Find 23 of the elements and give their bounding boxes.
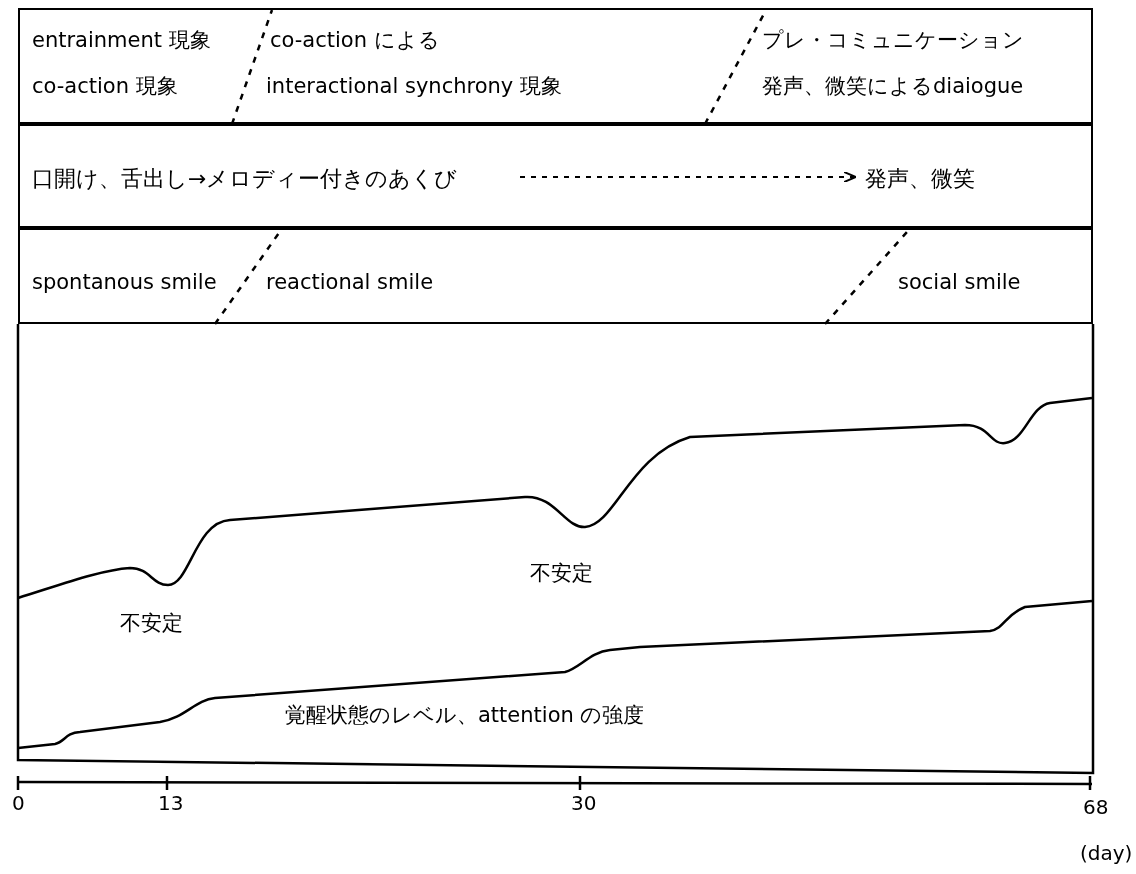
band-text: interactional synchrony 現象	[266, 73, 562, 100]
band-box	[18, 228, 1093, 324]
axis-label: 13	[158, 790, 184, 816]
band-text: reactional smile	[266, 269, 434, 296]
band-text: social smile	[898, 269, 1021, 296]
curve-label: 覚醒状態のレベル、attention の強度	[285, 702, 645, 728]
band-text: co-action 現象	[32, 73, 178, 100]
band-text: 発声、微笑によるdiaiogue	[762, 73, 1024, 100]
axis-label: 0	[12, 790, 25, 816]
axis-label: 30	[571, 790, 597, 816]
band-text: co-action による	[270, 27, 440, 54]
dashed-arrow	[519, 171, 857, 183]
band-text: プレ・コミュニケーション	[762, 27, 1024, 54]
band-text: entrainment 現象	[32, 27, 211, 54]
curve-label: 不安定	[120, 610, 183, 636]
band-box	[18, 124, 1093, 228]
axis-label: 68	[1083, 794, 1109, 820]
stage-text: 口開け、舌出し→メロディー付きのあくび	[32, 164, 502, 194]
axis-label: (day)	[1080, 840, 1133, 866]
band-box	[18, 8, 1093, 124]
curve-label: 不安定	[530, 560, 593, 586]
stage-text: 発声、微笑	[865, 164, 975, 194]
band-text: spontanous smile	[32, 269, 217, 296]
